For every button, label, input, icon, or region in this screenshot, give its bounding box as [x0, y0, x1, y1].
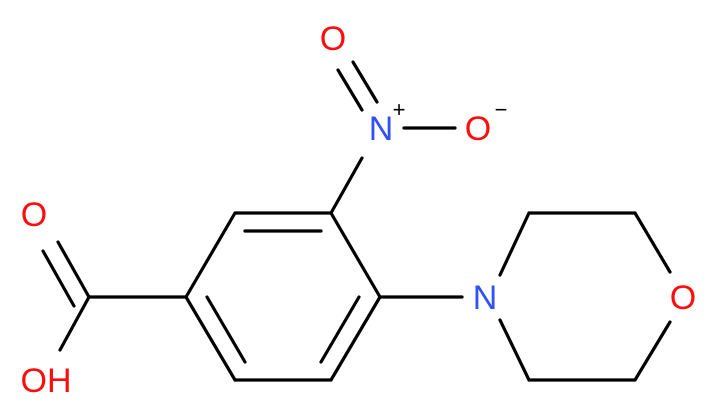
hydroxyl-label: OH [21, 362, 72, 400]
nitro-oxygen-right-label: O [465, 110, 491, 148]
bond-ring-c1-c2-inner [205, 295, 247, 364]
nitro-nitrogen-label: N [369, 110, 394, 148]
nitro-oxygen-top-label: O [320, 20, 346, 58]
bond-carbonyl-double-a [56, 240, 91, 299]
bond-morph-c-o-upper [633, 211, 672, 274]
bond-ring-c1-c2 [184, 295, 237, 382]
bond-morph-o-c-lower [633, 320, 672, 382]
bond-ring-c4-c5 [329, 211, 382, 299]
carbonyl-oxygen-label: O [21, 196, 47, 234]
bond-morph-c-n-lower [498, 318, 531, 382]
bond-ring-to-nitro [329, 156, 364, 215]
bond-carboxyl-oh [58, 295, 91, 352]
bonds [41, 60, 672, 382]
nitro-oxygen-charge: − [495, 97, 508, 122]
bond-ring-c3-c4-inner [319, 295, 361, 364]
atom-labels: O OH N + O O − N O [21, 20, 697, 400]
bond-nitro-o-double-b [336, 68, 364, 112]
amine-nitrogen-label: N [473, 279, 498, 317]
bond-ring-c6-c1 [184, 211, 237, 299]
bond-morph-n-c-upper [498, 211, 531, 277]
nitro-nitrogen-charge: + [393, 97, 406, 122]
bond-nitro-o-double-a [351, 60, 379, 104]
bond-carbonyl-double-b [41, 249, 76, 308]
ether-oxygen-label: O [670, 279, 696, 317]
bond-ring-c3-c4 [329, 295, 382, 382]
